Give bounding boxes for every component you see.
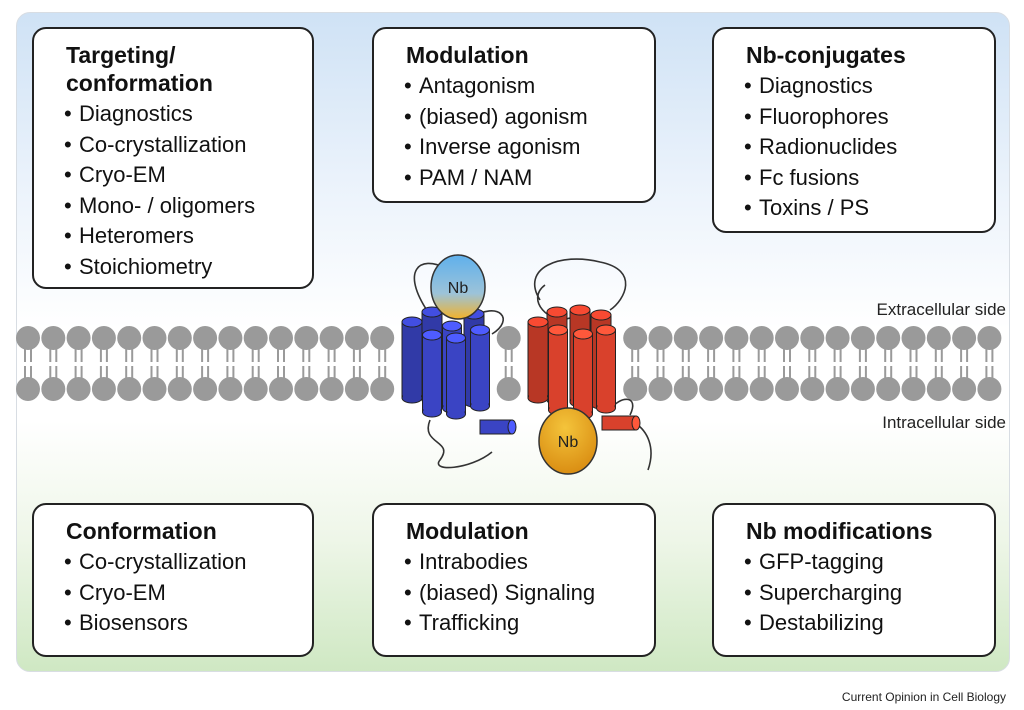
receptor-loop-blue [413, 262, 446, 313]
list-item: Biosensors [66, 608, 296, 639]
list-item: Toxins / PS [746, 193, 978, 224]
lipid-heads-inner [16, 366, 1002, 401]
red-receptor [527, 304, 641, 431]
box-list: GFP-taggingSuperchargingDestabilizing [746, 547, 978, 639]
list-item: Diagnostics [746, 71, 978, 102]
list-item: Trafficking [406, 608, 638, 639]
list-item: Supercharging [746, 578, 978, 609]
box-title: Nb modifications [746, 518, 933, 544]
extracellular-label: Extracellular side [876, 300, 1006, 319]
list-item: Inverse agonism [406, 132, 638, 163]
receptor-tail-blue [427, 419, 493, 469]
nanobody-intracellular [538, 407, 598, 475]
box-title: Targeting/conformation [66, 42, 213, 96]
list-item: GFP-tagging [746, 547, 978, 578]
box-list: Intrabodies(biased) SignalingTrafficking [406, 547, 638, 639]
box-list: Co-crystallizationCryo-EMBiosensors [66, 547, 296, 639]
journal-credit: Current Opinion in Cell Biology [841, 690, 1006, 704]
list-item: Co-crystallization [66, 547, 296, 578]
list-item: (biased) Signaling [406, 578, 638, 609]
box-title: Nb-conjugates [746, 42, 906, 68]
list-item: Radionuclides [746, 132, 978, 163]
nanobody-extracellular [430, 254, 486, 320]
nb-label-bottom: Nb [558, 434, 579, 451]
list-item: Co-crystallization [66, 130, 296, 161]
box-title: Conformation [66, 518, 217, 544]
receptor-nterm-red [533, 258, 627, 311]
box-title: Modulation [406, 42, 529, 68]
list-item: Fc fusions [746, 163, 978, 194]
nb-label-top: Nb [448, 280, 469, 297]
box-nb-conjugates: Nb-conjugates DiagnosticsFluorophoresRad… [712, 27, 996, 233]
box-nb-modifications: Nb modifications GFP-taggingSuperchargin… [712, 503, 996, 657]
list-item: (biased) agonism [406, 102, 638, 133]
box-list: DiagnosticsCo-crystallizationCryo-EMMono… [66, 99, 296, 282]
list-item: Destabilizing [746, 608, 978, 639]
list-item: Cryo-EM [66, 160, 296, 191]
list-item: Cryo-EM [66, 578, 296, 609]
box-modulation-extracellular: Modulation Antagonism(biased) agonismInv… [372, 27, 656, 203]
list-item: Stoichiometry [66, 252, 296, 283]
list-item: PAM / NAM [406, 163, 638, 194]
box-targeting-conformation: Targeting/conformation DiagnosticsCo-cry… [32, 27, 314, 289]
lipid-heads-outer [16, 326, 1002, 362]
intracellular-label: Intracellular side [882, 413, 1006, 432]
list-item: Intrabodies [406, 547, 638, 578]
blue-receptor [401, 306, 517, 435]
list-item: Fluorophores [746, 102, 978, 133]
box-modulation-intracellular: Modulation Intrabodies(biased) Signaling… [372, 503, 656, 657]
list-item: Mono- / oligomers [66, 191, 296, 222]
box-title: Modulation [406, 518, 529, 544]
list-item: Diagnostics [66, 99, 296, 130]
list-item: Heteromers [66, 221, 296, 252]
box-list: Antagonism(biased) agonismInverse agonis… [406, 71, 638, 193]
box-conformation: Conformation Co-crystallizationCryo-EMBi… [32, 503, 314, 657]
box-list: DiagnosticsFluorophoresRadionuclidesFc f… [746, 71, 978, 224]
list-item: Antagonism [406, 71, 638, 102]
